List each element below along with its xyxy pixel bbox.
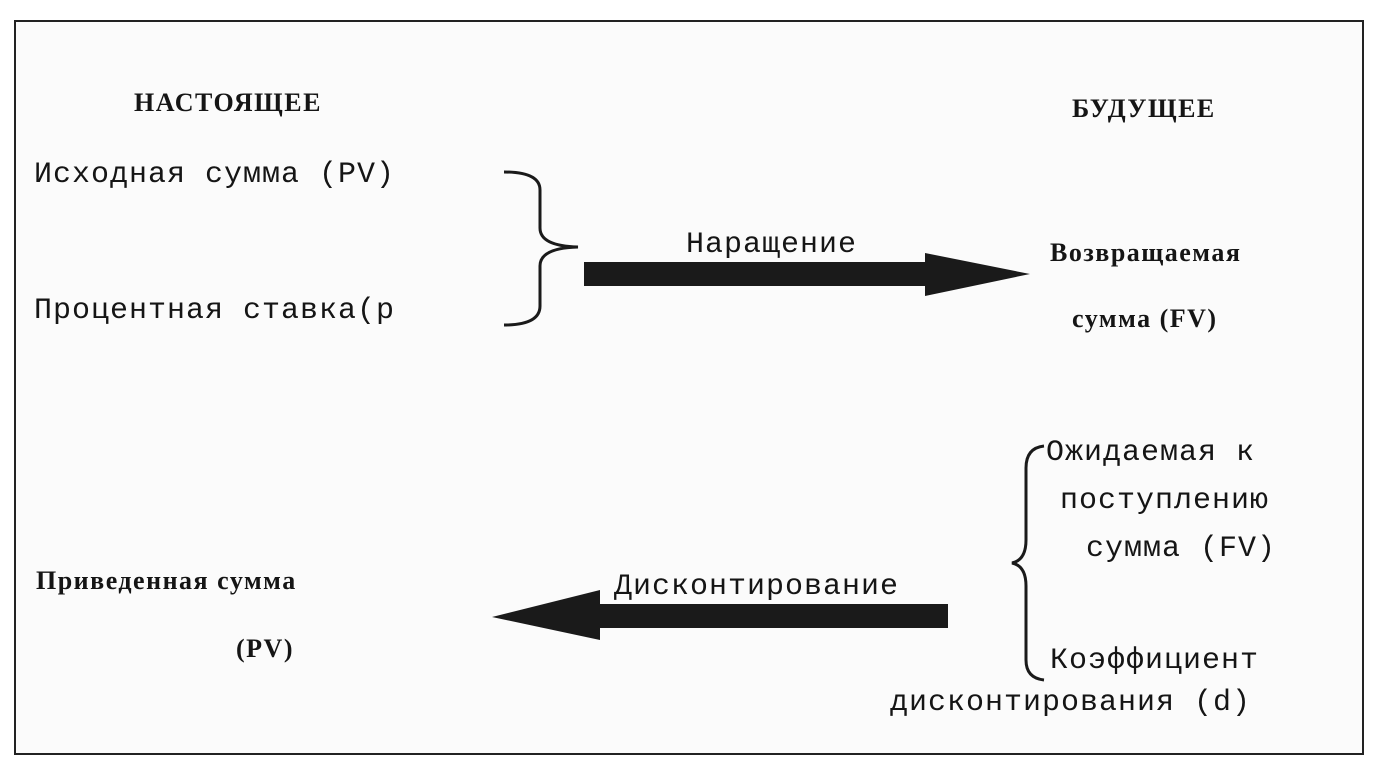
initial-sum-label: Исходная сумма (PV) <box>34 158 396 192</box>
present-value-line1: Приведенная сумма <box>36 566 297 595</box>
expected-sum-line2: поступлению <box>1060 484 1270 518</box>
diagram-frame <box>14 20 1364 755</box>
discounting-label: Дисконтирование <box>614 570 900 604</box>
present-value-line2: (PV) <box>236 634 294 663</box>
discounting-arrow <box>492 590 948 640</box>
compounding-arrow <box>584 253 1030 296</box>
top-brace <box>503 170 579 327</box>
discount-factor-line2: дисконтирования (d) <box>890 686 1252 720</box>
present-heading: НАСТОЯЩЕЕ <box>134 88 322 117</box>
bottom-brace <box>1011 444 1045 682</box>
future-heading: БУДУЩЕЕ <box>1072 94 1216 123</box>
discount-factor-line1: Коэффициент <box>1050 644 1260 678</box>
returned-sum-line2: сумма (FV) <box>1072 304 1218 333</box>
expected-sum-line1: Ожидаемая к <box>1046 436 1256 470</box>
returned-sum-line1: Возвращаемая <box>1050 238 1242 267</box>
compounding-label: Наращение <box>686 228 858 262</box>
expected-sum-line3: сумма (FV) <box>1086 532 1277 566</box>
interest-rate-label: Процентная ставка(р <box>34 294 396 328</box>
